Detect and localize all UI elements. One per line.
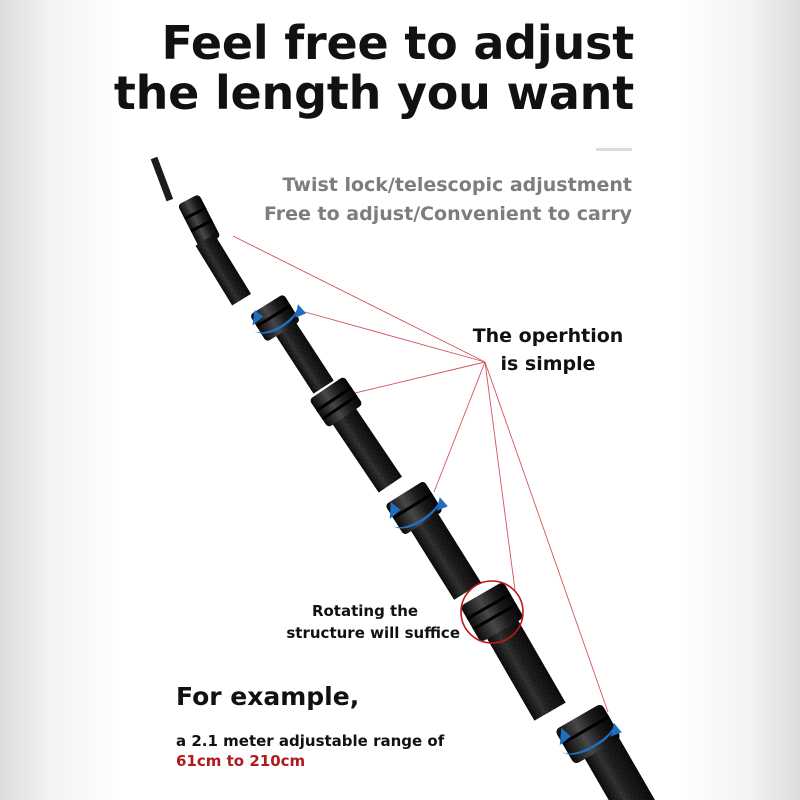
pole-tip <box>150 156 174 202</box>
guide-line <box>433 361 486 493</box>
guide-line <box>484 361 609 713</box>
guide-line <box>232 235 486 363</box>
pole <box>150 156 659 800</box>
callout-rotating-line-1: Rotating the <box>311 602 419 620</box>
callout-operation-simple: The operhtion is simple <box>468 322 628 378</box>
divider <box>596 148 632 151</box>
rotate-arrow-icon <box>559 723 622 755</box>
callout-simple-line-2: is simple <box>500 353 596 375</box>
pole-tip-connector <box>178 195 220 247</box>
headline: Feel free to adjust the length you want <box>114 18 634 118</box>
guide-line <box>304 311 486 363</box>
pole-segment <box>195 234 251 306</box>
pole-segment <box>328 402 402 493</box>
rotate-arrow-icon <box>252 304 307 334</box>
headline-line-2: the length you want <box>113 66 634 120</box>
pole-segment <box>406 506 482 600</box>
rotate-arrow-icon <box>389 497 448 529</box>
guide-lines <box>232 235 609 713</box>
subheading-line-1: Twist lock/telescopic adjustment <box>282 174 632 196</box>
pole-segment <box>578 728 659 800</box>
lock-collar <box>386 482 442 534</box>
subheading-line-2: Free to adjust/Convenient to carry <box>264 203 632 225</box>
example-range-text: a 2.1 meter adjustable range of <box>176 732 445 750</box>
pole-segment <box>269 313 334 394</box>
lock-collar <box>251 295 299 341</box>
callout-rotating-structure: Rotating the structure will suffice <box>270 600 460 644</box>
callout-rotating-line-2: structure will suffice <box>286 624 460 642</box>
lock-collar <box>556 705 620 763</box>
lock-collar <box>461 583 523 641</box>
highlight-circle-icon <box>460 580 524 644</box>
guide-line <box>484 361 516 591</box>
guide-line <box>354 361 486 394</box>
example-range-values: 61cm to 210cm <box>176 752 306 770</box>
lock-collar <box>310 377 362 427</box>
callout-simple-line-1: The operhtion <box>472 325 624 347</box>
example-title: For example, <box>176 682 360 711</box>
pole-segment <box>484 616 566 721</box>
headline-line-1: Feel free to adjust <box>161 16 634 70</box>
